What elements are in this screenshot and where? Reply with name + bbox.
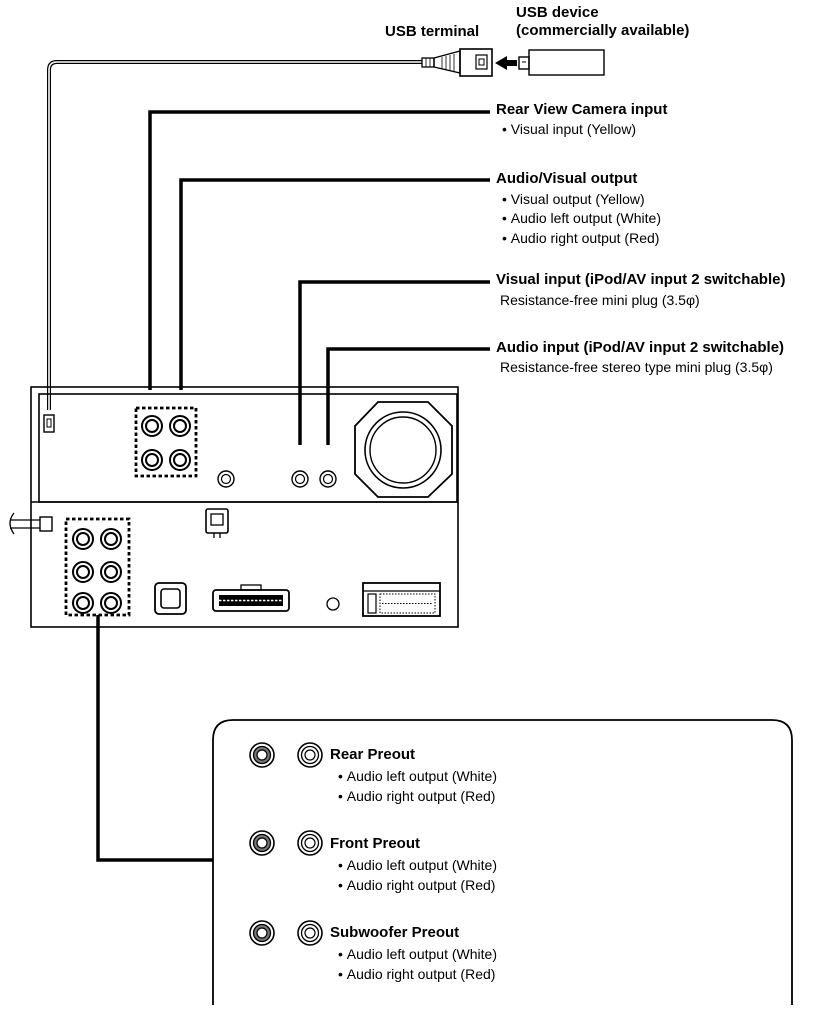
main-connector bbox=[212, 584, 290, 612]
subwoofer-preout-icons bbox=[249, 920, 323, 946]
optical-port bbox=[205, 508, 229, 538]
front-preout-icons bbox=[249, 830, 323, 856]
connector-line: Audio right output (Red) bbox=[502, 229, 660, 247]
square-port bbox=[154, 582, 187, 615]
connector-line: Visual input (Yellow) bbox=[502, 120, 636, 138]
usb-device-label: USB device bbox=[516, 4, 599, 21]
connector-line: Resistance-free stereo type mini plug (3… bbox=[500, 359, 773, 375]
preout-line: Audio right output (Red) bbox=[338, 965, 496, 983]
connector-title: Audio/Visual output bbox=[496, 170, 638, 187]
preout-line: Audio left output (White) bbox=[338, 856, 497, 874]
connector-line: Audio left output (White) bbox=[502, 209, 661, 227]
usb-terminal bbox=[421, 48, 493, 77]
rear-preout-icons bbox=[249, 742, 323, 768]
usb-terminal-label: USB terminal bbox=[385, 23, 480, 40]
fan-housing bbox=[354, 401, 453, 498]
visual-input-wire bbox=[298, 280, 490, 445]
connector-line: Visual output (Yellow) bbox=[502, 190, 645, 208]
connector-title: Audio input (iPod/AV input 2 switchable) bbox=[496, 339, 785, 356]
usb-device-plug bbox=[495, 49, 605, 76]
connector-title: Visual input (iPod/AV input 2 switchable… bbox=[496, 271, 786, 288]
preout-box bbox=[212, 719, 793, 1005]
preout-title: Rear Preout bbox=[330, 746, 416, 763]
usb-cable bbox=[47, 60, 422, 410]
mini-jacks bbox=[217, 470, 337, 488]
preout-line: Audio left output (White) bbox=[338, 945, 497, 963]
preout-rca-jacks bbox=[64, 517, 131, 617]
usb-device-label-note: (commercially available) bbox=[516, 22, 690, 39]
harness-connector bbox=[362, 582, 441, 617]
rear-view-camera-wire bbox=[148, 110, 490, 390]
av-rca-jacks bbox=[134, 406, 198, 478]
preout-title: Subwoofer Preout bbox=[330, 924, 460, 941]
head-unit-chassis bbox=[30, 386, 459, 628]
preout-line: Audio right output (Red) bbox=[338, 876, 496, 894]
hole bbox=[326, 597, 340, 611]
antenna-cable bbox=[9, 512, 53, 535]
audio-visual-output-wire bbox=[179, 178, 490, 390]
preout-line: Audio left output (White) bbox=[338, 767, 497, 785]
preout-wire bbox=[96, 615, 213, 862]
audio-input-wire bbox=[326, 347, 490, 445]
connector-line: Resistance-free mini plug (3.5φ) bbox=[500, 292, 700, 308]
preout-title: Front Preout bbox=[330, 835, 420, 852]
connector-title: Rear View Camera input bbox=[496, 101, 668, 118]
preout-line: Audio right output (Red) bbox=[338, 787, 496, 805]
